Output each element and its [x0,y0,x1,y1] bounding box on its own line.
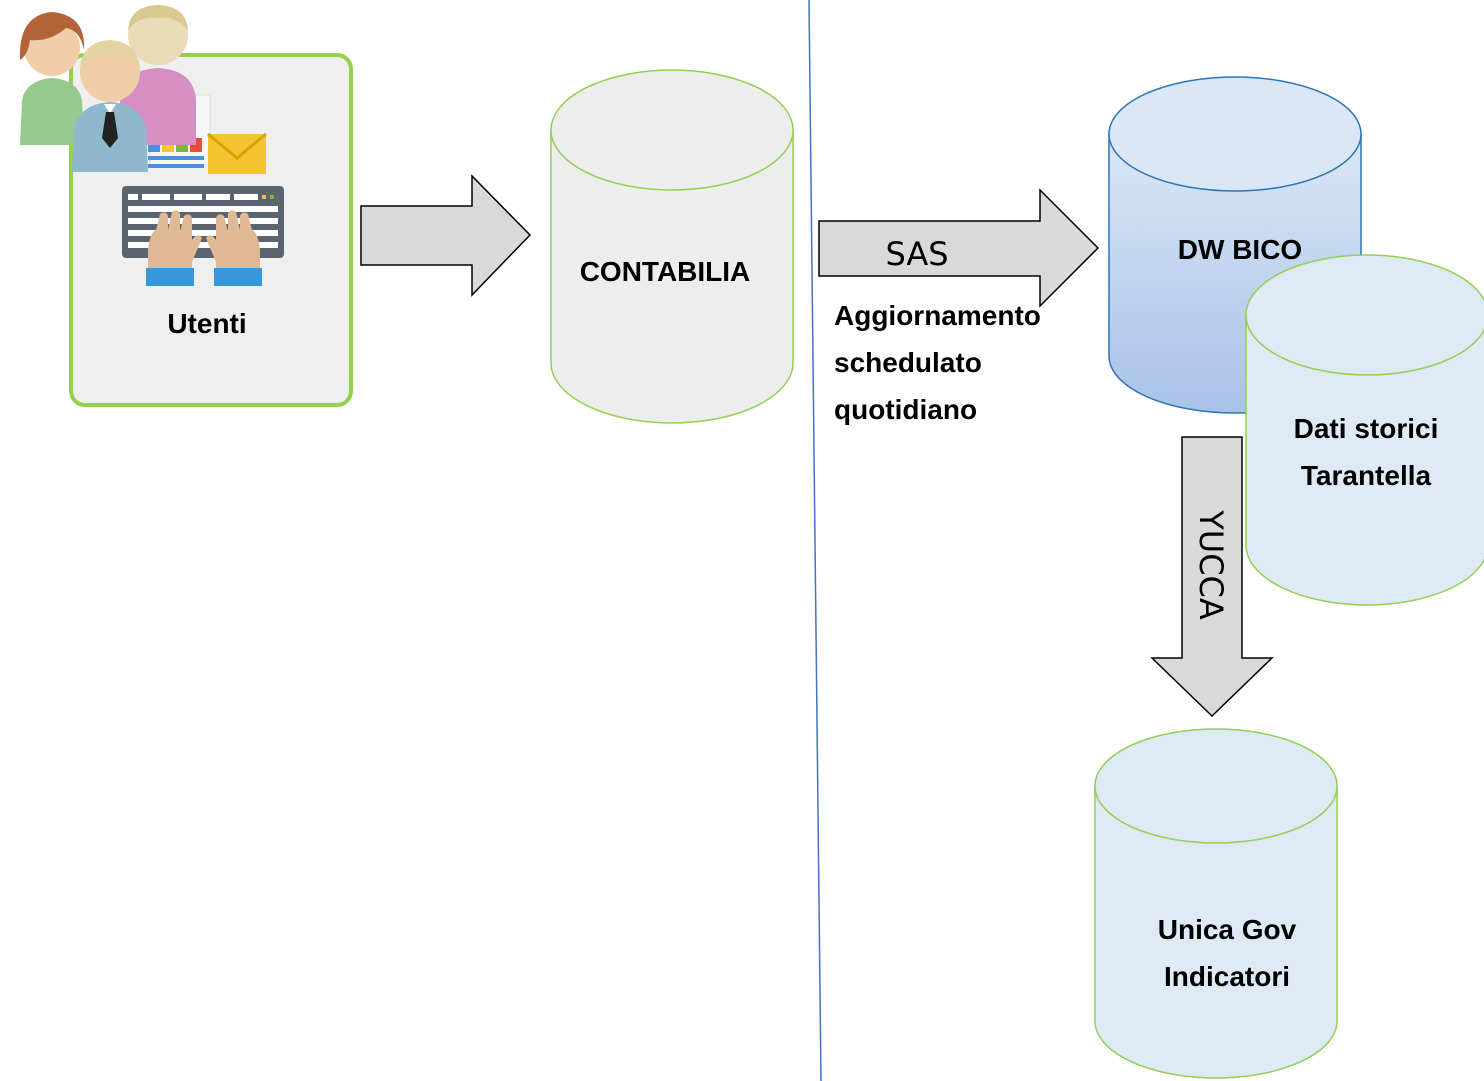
users-keyboard-icon [19,5,284,286]
section-divider [808,0,822,1081]
sas-label: SAS [885,235,948,273]
sas-arrow: SAS [818,188,1100,308]
users-label: Utenti [167,308,246,339]
schedule-note: Aggiornamento schedulato quotidiano [834,300,1041,425]
dati-storici-db[interactable]: Dati storici Tarantella [1245,254,1484,606]
schedule-note-line1: Aggiornamento [834,300,1041,331]
unica-gov-line1: Unica Gov [1158,914,1297,945]
contabilia-label: CONTABILIA [580,256,751,287]
dati-storici-line2: Tarantella [1301,460,1432,491]
users-node[interactable]: Utenti [19,5,353,407]
yucca-label: YUCCA [1192,509,1230,620]
schedule-note-line3: quotidiano [834,394,977,425]
unica-gov-line2: Indicatori [1164,961,1290,992]
dati-storici-line1: Dati storici [1294,413,1439,444]
yucca-arrow: YUCCA [1150,436,1274,718]
arrow-users-to-contabilia [360,174,532,297]
dw-bico-label: DW BICO [1178,234,1302,265]
schedule-note-line2: schedulato [834,347,982,378]
unica-gov-db[interactable]: Unica Gov Indicatori [1094,728,1338,1079]
contabilia-db[interactable]: CONTABILIA [550,69,794,424]
